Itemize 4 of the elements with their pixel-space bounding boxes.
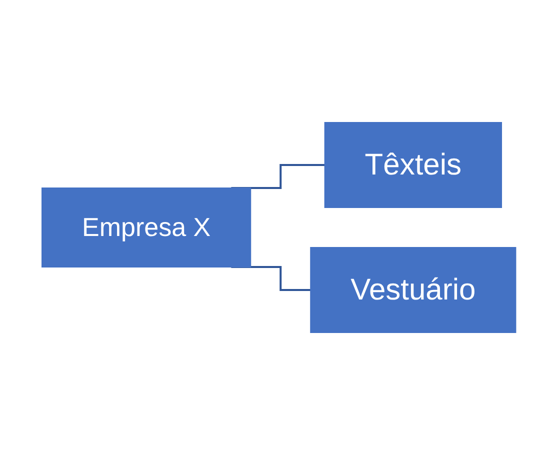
node-box: Têxteis <box>324 122 502 208</box>
node-box: Vestuário <box>310 247 516 333</box>
connector <box>231 164 326 189</box>
node-box: Empresa X <box>42 188 252 268</box>
